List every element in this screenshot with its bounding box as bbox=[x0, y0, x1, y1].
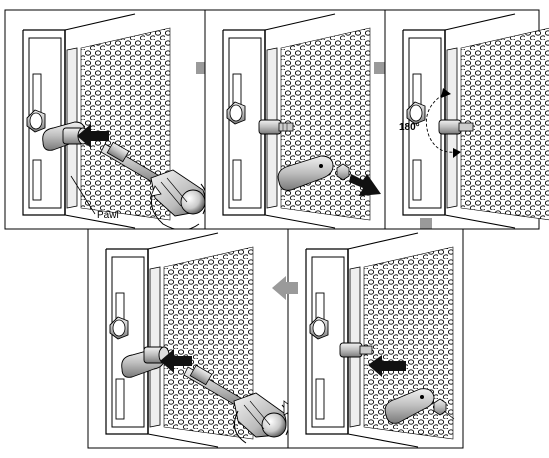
pawl-label: Pawl bbox=[97, 210, 119, 221]
step-4-panel bbox=[287, 228, 464, 449]
step-1-panel: Pawl bbox=[4, 9, 207, 231]
pull-arrow bbox=[349, 174, 381, 196]
step-arrow-left bbox=[272, 276, 298, 300]
rotation-arc bbox=[425, 91, 456, 153]
rotation-label: 180° bbox=[399, 122, 420, 133]
push-arrow bbox=[160, 349, 192, 373]
step-2-panel bbox=[204, 9, 386, 230]
pawl-leader-line bbox=[70, 175, 96, 215]
push-arrow bbox=[368, 355, 406, 377]
step-5-panel bbox=[87, 228, 295, 449]
step-3-panel: 180° bbox=[384, 9, 549, 230]
push-arrow bbox=[77, 124, 109, 148]
